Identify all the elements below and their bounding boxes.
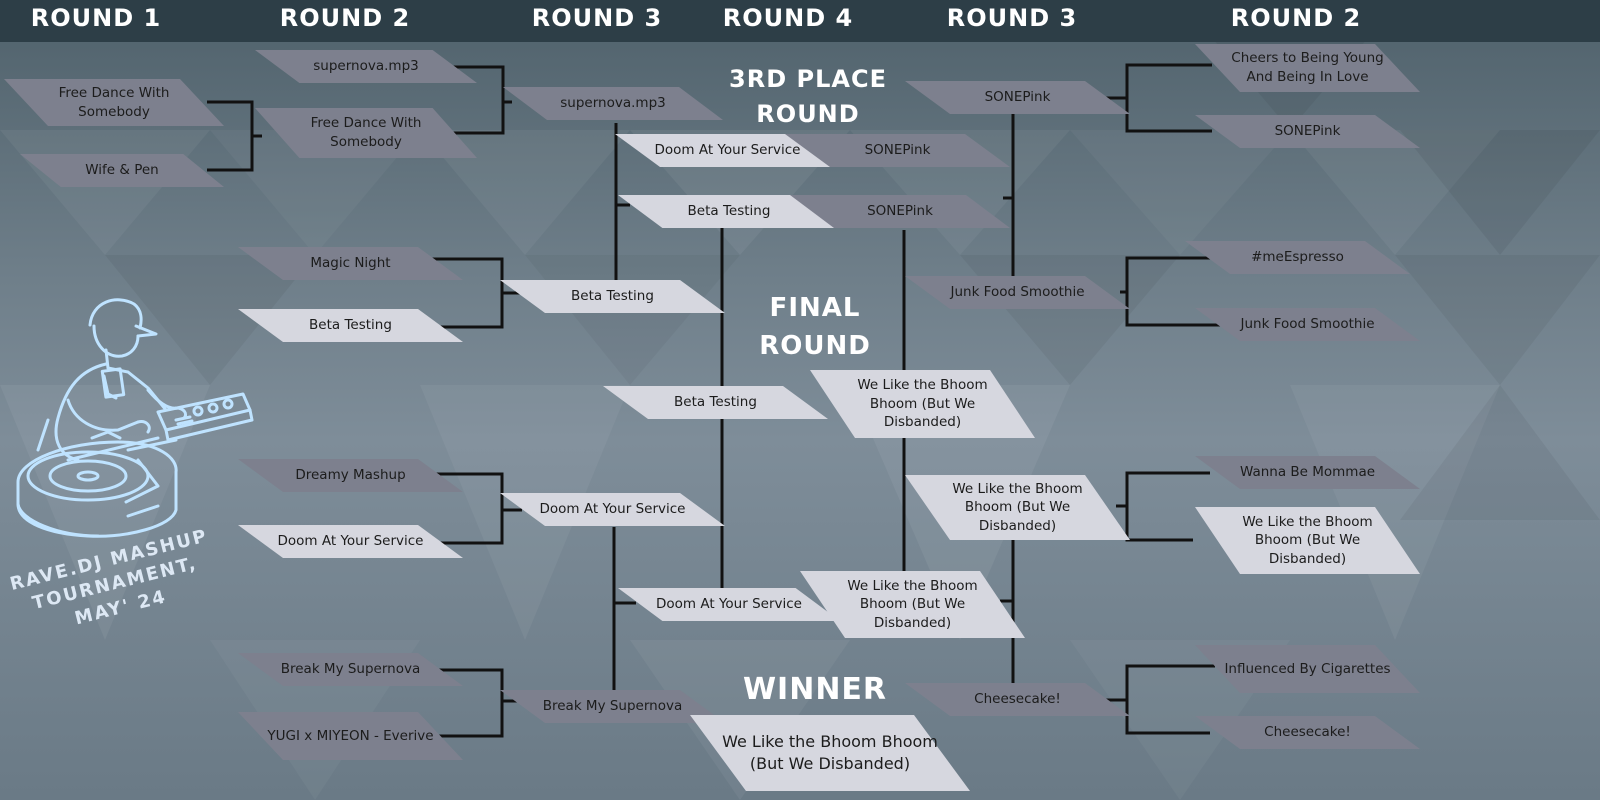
round-2-right-heading: ROUND 2 [1230,4,1362,32]
song-label: Break My Supernova [542,698,683,715]
song-label: We Like the Bhoom Bhoom (But We Disbande… [952,480,1083,534]
round2-cell: YUGI x MIYEON - Everive [238,712,463,760]
round2-right-cell: Cheers to Being Young And Being In Love [1195,44,1420,92]
song-label: Junk Food Smoothie [950,284,1085,301]
song-label: Beta Testing [687,203,771,220]
round1-cell: Wife & Pen [20,154,224,187]
song-label: Doom At Your Service [539,501,686,518]
round2-right-cell: SONEPink [1195,115,1420,148]
song-label: Free Dance With Somebody [58,84,170,120]
song-label: Cheesecake! [1264,724,1351,741]
song-label: supernova.mp3 [313,58,419,75]
song-label: Cheers to Being Young And Being In Love [1231,50,1384,85]
final-left-cell: Beta Testing [603,386,828,419]
header-bar [0,0,1600,42]
semifinal-right-cell: SONEPink [790,195,1010,228]
third-place-right-cell: SONEPink [785,134,1010,167]
bracket-connector [425,668,504,738]
song-label: Beta Testing [309,317,392,334]
song-label: Doom At Your Service [654,142,801,159]
dj-turntable-illustration [16,298,254,538]
song-label: Cheesecake! [974,691,1061,708]
song-label: Influenced By Cigarettes [1224,660,1391,677]
song-label: YUGI x MIYEON - Everive [267,727,434,744]
song-label: SONEPink [984,89,1051,106]
song-label: We Like the Bhoom Bhoom (But We Disbande… [847,577,978,631]
round2-cell: supernova.mp3 [255,50,477,83]
round1-cell: Free Dance With Somebody [4,79,224,126]
round2-right-cell: Junk Food Smoothie [1195,308,1420,341]
round2-cell: Dreamy Mashup [238,459,463,492]
round2-cell: Beta Testing [238,309,463,342]
song-label: Doom At Your Service [277,533,424,550]
round-4-heading: ROUND 4 [722,4,854,32]
song-label: We Like the Bhoom Bhoom (But We Disbande… [857,377,988,431]
round3-cell: Beta Testing [500,280,725,313]
round3-right-cell: Junk Food Smoothie [905,276,1130,309]
round2-cell: Magic Night [238,247,463,280]
round3-cell: Break My Supernova [500,690,725,723]
final-round-title: FINAL ROUND [759,293,871,361]
song-label: SONEPink [864,142,931,159]
song-label: #meEspresso [1251,249,1344,266]
round-2-left-heading: ROUND 2 [279,4,411,32]
song-label: supernova.mp3 [560,95,666,112]
round2-right-cell: Cheesecake! [1195,716,1420,749]
round2-right-cell: #meEspresso [1185,241,1410,274]
winner-cell: We Like the Bhoom Bhoom (But We Disbande… [690,715,970,791]
round2-cell: Free Dance With Somebody [255,108,477,158]
round4-left-low-cell: Doom At Your Service [618,588,840,621]
semifinal-left-cell: Beta Testing [618,195,840,228]
round2-right-cell: Wanna Be Mommae [1195,456,1420,489]
song-label: Break My Supernova [280,661,421,678]
round2-right-cell: Influenced By Cigarettes [1195,645,1420,693]
song-label: SONEPink [1274,123,1341,140]
round2-cell: Doom At Your Service [238,525,463,558]
third-place-round-title: 3RD PLACE ROUND [729,65,887,128]
round3-right-cell: We Like the Bhoom Bhoom (But We Disbande… [905,475,1130,540]
song-label: Magic Night [310,255,391,272]
round4-right-low-cell: We Like the Bhoom Bhoom (But We Disbande… [800,571,1025,638]
round2-right-cell: We Like the Bhoom Bhoom (But We Disbande… [1195,507,1420,574]
song-label: We Like the Bhoom Bhoom (But We Disbande… [722,731,938,773]
round2-cell: Break My Supernova [238,653,463,686]
song-label: Wife & Pen [85,162,159,179]
song-label: Beta Testing [571,288,654,305]
round3-cell: Doom At Your Service [500,493,725,526]
song-label: Beta Testing [674,394,757,411]
round3-right-cell: Cheesecake! [905,683,1130,716]
round3-right-cell: SONEPink [905,81,1130,114]
final-right-cell: We Like the Bhoom Bhoom (But We Disbande… [810,370,1035,438]
round-3-left-heading: ROUND 3 [531,4,663,32]
song-label: Wanna Be Mommae [1239,464,1376,481]
winner-title: WINNER [742,672,888,707]
song-label: SONEPink [867,203,933,220]
song-label: Doom At Your Service [656,596,802,613]
song-label: Free Dance With Somebody [310,115,422,150]
bracket-connector [442,65,505,135]
round-1-heading: ROUND 1 [30,4,162,32]
round3-cell: supernova.mp3 [503,87,723,120]
round-3-right-heading: ROUND 3 [946,4,1078,32]
song-label: Dreamy Mashup [295,467,406,484]
song-label: We Like the Bhoom Bhoom (But We Disbande… [1242,513,1373,567]
song-label: Junk Food Smoothie [1240,316,1375,333]
